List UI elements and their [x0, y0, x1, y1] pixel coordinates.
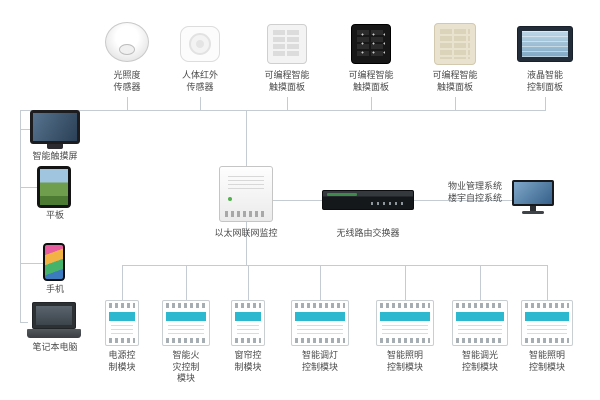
touch-panel-beige-label: 可编程智能 触摸面板 [432, 70, 478, 92]
pms-monitor-neck [530, 206, 536, 211]
connector-line [122, 265, 547, 266]
connector-line [547, 265, 548, 300]
laptop-label: 笔记本电脑 [32, 342, 78, 352]
module-band [456, 312, 504, 321]
pir-sensor-label: 人体红外 传感器 [181, 70, 218, 92]
gateway-led [228, 197, 232, 201]
lcd-panel-screen [522, 31, 568, 57]
touch-panel-black-icon [351, 24, 391, 64]
touchscreen-label: 智能触摸屏 [32, 151, 78, 161]
connector-line [20, 322, 28, 323]
connector-line [127, 97, 128, 110]
ethernet-gateway-label: 以太网联网监控 [214, 228, 278, 238]
light-adjust-module-label: 智能调灯 控制模块 [301, 350, 338, 372]
touchscreen-screen [33, 113, 77, 141]
connector-line [246, 222, 247, 265]
power-control-module-label: 电源控 制模块 [108, 350, 136, 372]
panel-keys [357, 30, 385, 58]
connector-line [122, 265, 123, 300]
module-band [166, 312, 206, 321]
lighting-control-module-label: 智能照明 控制模块 [386, 350, 423, 372]
module-print [458, 325, 502, 337]
pms-monitor-screen [514, 182, 552, 204]
ethernet-gateway-icon [219, 166, 273, 222]
gateway-print-lines [228, 176, 264, 190]
phone-screen [45, 245, 63, 279]
laptop-screen [36, 306, 72, 325]
pms-label: 物业管理系统 楼宇自控系统 [447, 181, 502, 203]
connector-line [320, 265, 321, 300]
touch-panel-black-label: 可编程智能 触摸面板 [348, 70, 394, 92]
lighting-control-module-2-icon [521, 300, 573, 346]
pms-monitor-base [522, 211, 544, 214]
tablet-screen [40, 169, 68, 205]
pms-monitor-frame [512, 180, 554, 206]
connector-line [20, 110, 21, 322]
dimming-control-module-label: 智能调光 控制模块 [461, 350, 498, 372]
module-band [380, 312, 430, 321]
module-band [525, 312, 569, 321]
panel-keys [440, 29, 470, 59]
connector-line [371, 97, 372, 110]
touch-panel-white-icon [267, 24, 307, 64]
laptop-icon [27, 302, 81, 340]
power-control-module-icon [105, 300, 139, 346]
touchscreen-stand [47, 144, 63, 149]
connector-line [246, 110, 247, 166]
connector-line [186, 265, 187, 300]
touch-panel-beige-icon [434, 23, 476, 65]
panel-keys [273, 30, 301, 58]
module-band [235, 312, 261, 321]
connector-line [20, 263, 43, 264]
connector-line [200, 97, 201, 110]
connector-line [287, 97, 288, 110]
connector-line [20, 110, 546, 111]
module-print [168, 325, 204, 337]
wireless-router-icon [322, 190, 414, 210]
light-sensor-lens [119, 44, 135, 56]
curtain-control-module-icon [231, 300, 265, 346]
wireless-router-label: 无线路由交换器 [336, 228, 400, 238]
tablet-icon [37, 166, 71, 208]
gateway-terminals [225, 211, 267, 217]
connector-line [273, 200, 322, 201]
fire-control-module-icon [162, 300, 210, 346]
phone-label: 手机 [45, 284, 64, 294]
connector-line [20, 187, 37, 188]
connector-line [414, 200, 512, 201]
laptop-base [27, 329, 81, 338]
fire-control-module-label: 智能火 灾控制 模块 [172, 350, 200, 384]
connector-line [405, 265, 406, 300]
light-sensor-icon [105, 22, 149, 62]
tablet-label: 平板 [45, 210, 64, 220]
lighting-control-module-icon [376, 300, 434, 346]
light-sensor-label: 光照度 传感器 [113, 70, 141, 92]
connector-line [480, 265, 481, 300]
connector-line [20, 129, 30, 130]
module-print [237, 325, 259, 337]
pir-sensor-icon [180, 26, 220, 62]
pms-monitor-icon [512, 180, 554, 214]
module-band [109, 312, 135, 321]
connector-line [248, 265, 249, 300]
connector-line [545, 97, 546, 110]
connector-line [455, 97, 456, 110]
module-print [111, 325, 133, 337]
module-print [297, 325, 343, 337]
light-adjust-module-icon [291, 300, 349, 346]
lcd-panel-icon [517, 26, 573, 62]
module-band [295, 312, 345, 321]
module-print [527, 325, 567, 337]
dimming-control-module-icon [452, 300, 508, 346]
curtain-control-module-label: 窗帘控 制模块 [234, 350, 262, 372]
lighting-control-module-2-label: 智能照明 控制模块 [528, 350, 565, 372]
touchscreen-icon [30, 110, 80, 149]
lcd-panel-label: 液晶智能 控制面板 [526, 70, 563, 92]
module-print [382, 325, 428, 337]
touch-panel-white-label: 可编程智能 触摸面板 [264, 70, 310, 92]
pir-sensor-lens [189, 33, 211, 55]
laptop-lid [32, 302, 76, 329]
phone-icon [43, 243, 65, 281]
